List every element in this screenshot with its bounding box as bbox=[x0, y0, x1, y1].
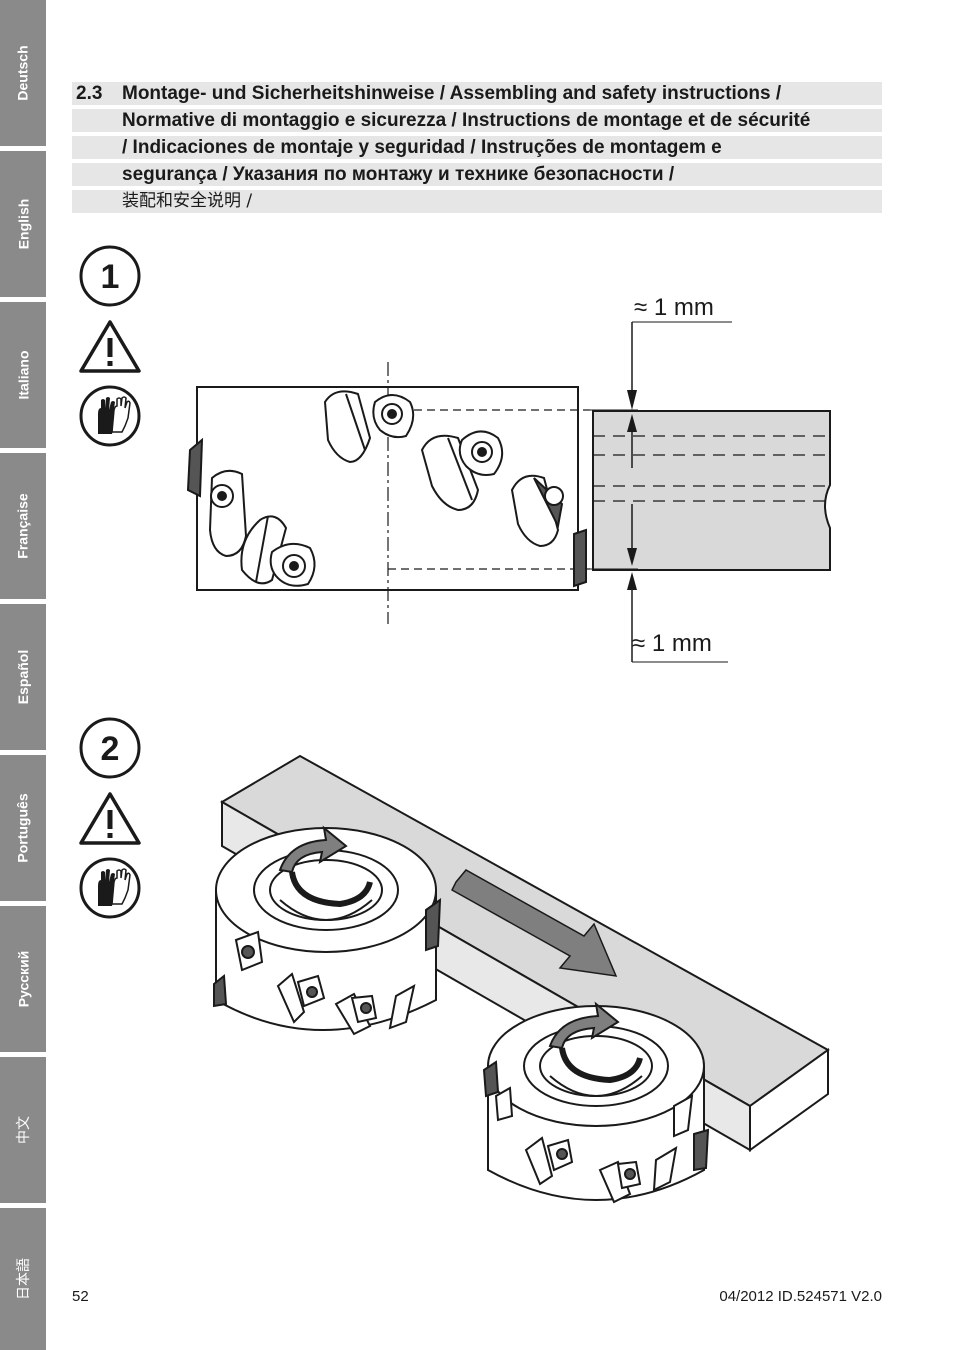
heading-line: 2.3 Montage- und Sicherheitshinweise / A… bbox=[72, 82, 882, 105]
dimension-top-label: ≈ 1 mm bbox=[634, 294, 714, 321]
heading-line: segurança / Указания по монтажу и техник… bbox=[72, 163, 882, 186]
warning-icon bbox=[78, 790, 142, 846]
step-1-number: 1 bbox=[101, 258, 120, 296]
step-2-badge: 2 bbox=[78, 716, 142, 780]
tab-japanese[interactable]: 日本語 bbox=[0, 1208, 46, 1350]
heading-line: / Indicaciones de montaje y seguridad / … bbox=[72, 136, 882, 159]
dimension-bottom-label: ≈ 1 mm bbox=[632, 630, 712, 657]
heading-line-1: Montage- und Sicherheitshinweise / Assem… bbox=[122, 83, 782, 104]
step-2-number: 2 bbox=[101, 730, 120, 768]
tab-english[interactable]: English bbox=[0, 151, 46, 297]
tab-italiano[interactable]: Italiano bbox=[0, 302, 46, 448]
heading-line: 装配和安全说明 / bbox=[72, 190, 882, 213]
warning-icon bbox=[78, 318, 142, 374]
section-number: 2.3 bbox=[76, 83, 103, 104]
figure-1-cutter-side-view: ≈ 1 mm ≈ 1 mm bbox=[160, 290, 860, 690]
tab-francaise[interactable]: Française bbox=[0, 453, 46, 599]
gloves-icon bbox=[78, 384, 142, 448]
document-id: 04/2012 ID.524571 V2.0 bbox=[719, 1288, 882, 1305]
language-tabs: Deutsch English Italiano Française Españ… bbox=[0, 0, 46, 1350]
tab-deutsch[interactable]: Deutsch bbox=[0, 0, 46, 146]
page-number: 52 bbox=[72, 1288, 89, 1305]
heading-line-2: Normative di montaggio e sicurezza / Ins… bbox=[122, 110, 811, 131]
gloves-icon bbox=[78, 856, 142, 920]
section-heading: 2.3 Montage- und Sicherheitshinweise / A… bbox=[72, 82, 882, 217]
heading-line-5: 装配和安全说明 / bbox=[122, 191, 253, 211]
step-1-badge: 1 bbox=[78, 244, 142, 308]
tab-portugues[interactable]: Português bbox=[0, 755, 46, 901]
tab-espanol[interactable]: Español bbox=[0, 604, 46, 750]
heading-line: Normative di montaggio e sicurezza / Ins… bbox=[72, 109, 882, 132]
heading-line-3: / Indicaciones de montaje y seguridad / … bbox=[122, 137, 722, 158]
figure-2-feed-direction bbox=[200, 750, 840, 1220]
tab-chinese[interactable]: 中文 bbox=[0, 1057, 46, 1203]
heading-line-4: segurança / Указания по монтажу и техник… bbox=[122, 164, 675, 185]
tab-russian[interactable]: Русский bbox=[0, 906, 46, 1052]
